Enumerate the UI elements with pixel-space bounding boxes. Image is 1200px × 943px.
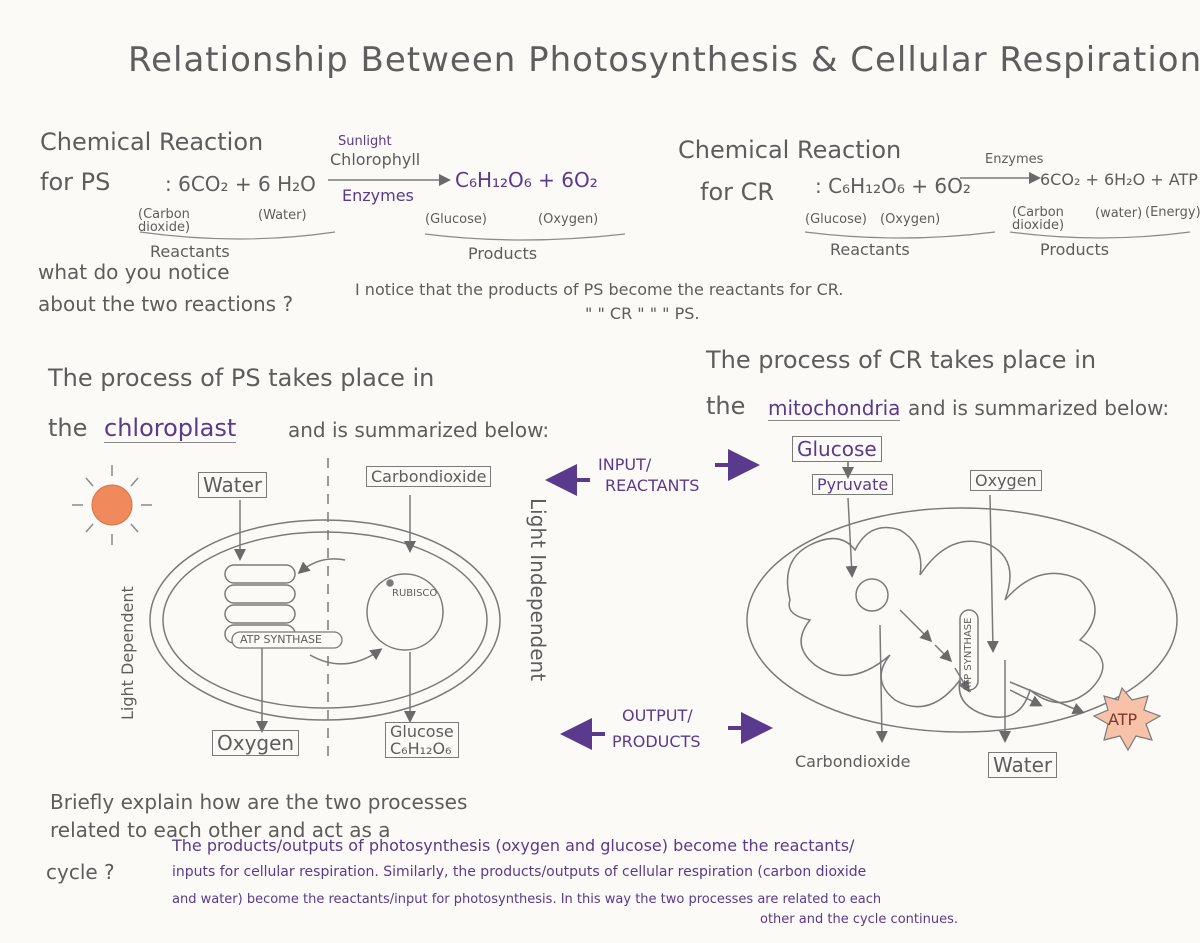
cr-reaction-heading: Chemical Reaction <box>678 136 902 164</box>
ps-products-bracket <box>424 233 626 241</box>
rubisco-label: RUBISCO <box>392 588 438 599</box>
cr-atp-synthase-label: ATP SYNTHASE <box>963 617 974 692</box>
explain-answer-1: The products/outputs of photosynthesis (… <box>172 836 855 855</box>
notice-question-2: about the two reactions ? <box>38 292 294 316</box>
light-dependent-label: Light Dependent <box>118 586 137 720</box>
cr-process-line2-pre: the <box>706 392 746 420</box>
ps-process-line2-pre: the <box>48 414 88 442</box>
cr-equation-right: 6CO₂ + 6H₂O + ATP <box>1040 170 1198 189</box>
cr-oxygen-box: Oxygen <box>970 470 1042 491</box>
cr-process-line2-post: and is summarized below: <box>908 396 1170 420</box>
ps-label-carbon: (Carbon dioxide) <box>138 207 191 235</box>
cr-arrow-enzymes: Enzymes <box>985 152 1044 167</box>
cr-reaction-heading-2: for CR <box>700 178 775 206</box>
notice-answer-1: I notice that the products of PS become … <box>355 280 844 299</box>
explain-answer-4: other and the cycle continues. <box>760 912 958 927</box>
cr-reactants-label: Reactants <box>830 240 910 259</box>
input-arrows <box>545 449 760 496</box>
ps-oxygen-box: Oxygen <box>212 730 300 756</box>
atp-burst-icon <box>1092 686 1162 752</box>
ps-label-oxygen: (Oxygen) <box>538 212 599 227</box>
products-label: PRODUCTS <box>612 732 701 751</box>
ps-atp-synthase-label: ATP SYNTHASE <box>240 633 322 646</box>
cr-products-bracket <box>1009 231 1191 239</box>
cr-reactants-bracket <box>804 231 996 239</box>
cr-products-label: Products <box>1040 240 1110 259</box>
cr-carbon-dioxide-label: Carbondioxide <box>795 752 911 771</box>
cr-water-box: Water <box>988 752 1058 778</box>
page-title: Relationship Between Photosynthesis & Ce… <box>128 40 1200 80</box>
ps-arrow-sunlight: Sunlight <box>338 134 392 149</box>
cr-glucose-box: Glucose <box>792 436 882 462</box>
light-independent-label: Light Independent <box>526 498 550 682</box>
mitochondrion-diagram <box>746 494 1178 743</box>
output-arrows <box>560 712 773 750</box>
cr-label-energy: (Energy) <box>1145 205 1200 220</box>
cr-process-line1: The process of CR takes place in <box>706 346 1097 374</box>
chloroplast-diagram <box>149 458 501 760</box>
ps-carbon-dioxide-box: Carbondioxide <box>366 466 492 487</box>
ps-label-water: (Water) <box>258 208 307 223</box>
ps-reaction-heading-2: for PS <box>40 168 111 196</box>
ps-reaction-heading: Chemical Reaction <box>40 128 264 156</box>
notice-answer-2: " " CR " " " PS. <box>585 304 700 323</box>
ps-process-line1: The process of PS takes place in <box>48 364 435 392</box>
cr-equation-left: : C₆H₁₂O₆ + 6O₂ <box>815 174 971 198</box>
notice-question-1: what do you notice <box>38 260 230 284</box>
explain-question-2: related to each other and act as a <box>50 818 391 842</box>
chloroplast-term: chloroplast <box>104 414 237 443</box>
ps-glucose-label: Glucose <box>390 722 454 741</box>
ps-arrow-enzymes: Enzymes <box>342 186 414 205</box>
cr-pyruvate-box: Pyruvate <box>812 474 894 495</box>
ps-process-line2-post: and is summarized below: <box>288 418 550 442</box>
explain-question-3: cycle ? <box>46 860 115 884</box>
atp-label: ATP <box>1108 710 1138 729</box>
mitochondria-term: mitochondria <box>768 396 901 421</box>
sun-icon <box>72 465 152 545</box>
ps-glucose-box: Glucose C₆H₁₂O₆ <box>385 722 459 758</box>
cr-label-glucose: (Glucose) <box>805 212 867 227</box>
ps-equation-right: C₆H₁₂O₆ + 6O₂ <box>455 168 598 192</box>
explain-answer-3: and water) become the reactants/input fo… <box>172 892 882 907</box>
reactants-label: REACTANTS <box>605 476 700 495</box>
ps-products-label: Products <box>468 244 538 263</box>
ps-reactants-label: Reactants <box>150 242 230 261</box>
cr-label-oxygen: (Oxygen) <box>880 212 941 227</box>
ps-reactants-bracket <box>139 231 336 240</box>
ps-equation-left: : 6CO₂ + 6 H₂O <box>165 172 316 196</box>
explain-question-1: Briefly explain how are the two processe… <box>50 790 468 814</box>
explain-answer-2: inputs for cellular respiration. Similar… <box>172 864 867 880</box>
cr-label-water: (water) <box>1095 206 1143 221</box>
output-label: OUTPUT/ <box>622 706 693 725</box>
ps-arrow-chlorophyll: Chlorophyll <box>330 150 421 169</box>
input-label: INPUT/ <box>598 455 652 474</box>
ps-label-glucose: (Glucose) <box>425 212 487 227</box>
ps-water-box: Water <box>198 472 268 498</box>
cr-label-carbon: (Carbon dioxide) <box>1012 205 1065 233</box>
ps-glucose-formula: C₆H₁₂O₆ <box>390 739 452 758</box>
